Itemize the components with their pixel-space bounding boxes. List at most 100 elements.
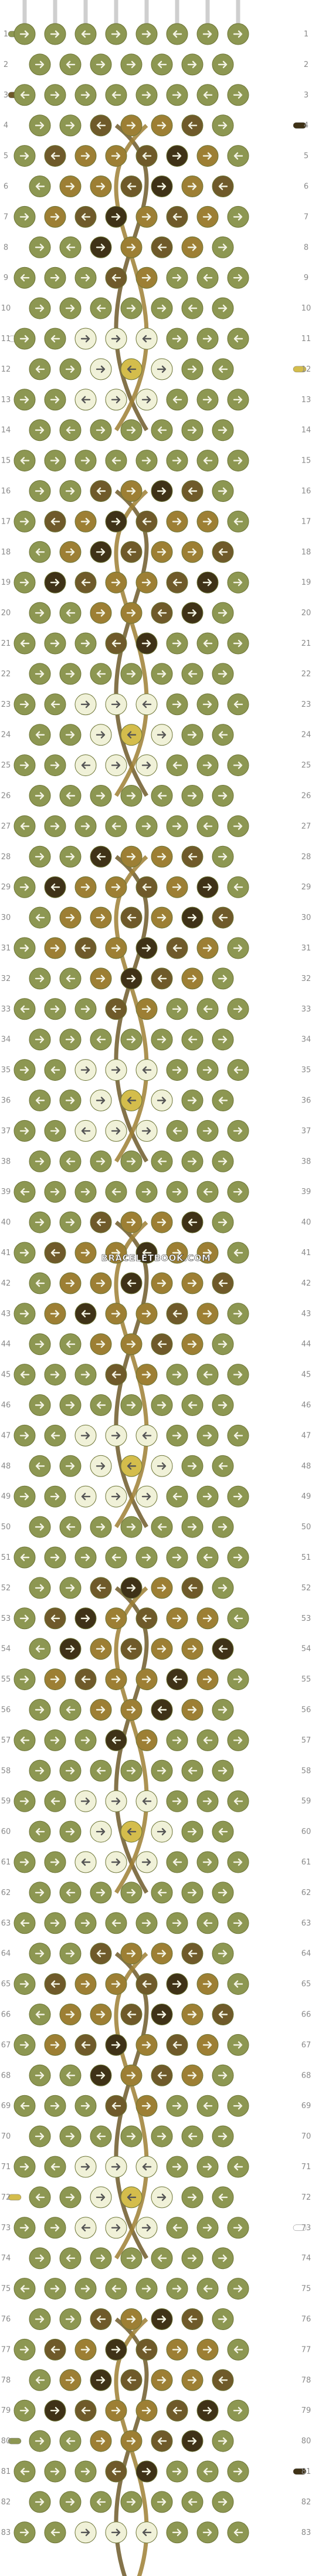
- knot-icon: [181, 2004, 204, 2025]
- row-label-right: 59: [301, 1797, 311, 1806]
- arrow-right-icon: [80, 1919, 90, 1927]
- arrow-right-icon: [218, 426, 228, 434]
- arrow-left-icon: [96, 2315, 106, 2323]
- knot-icon: [135, 693, 158, 716]
- arrow-right-icon: [157, 1950, 167, 1957]
- arrow-left-icon: [35, 2011, 45, 2018]
- row-label-left: 67: [1, 2041, 11, 2049]
- knot-icon: [196, 1303, 219, 1325]
- row-label-right: 24: [301, 731, 311, 740]
- arrow-left-icon: [20, 91, 30, 99]
- arrow-right-icon: [50, 396, 60, 403]
- arrow-right-icon: [187, 1340, 197, 1348]
- arrow-right-icon: [202, 152, 212, 160]
- knot-icon: [166, 998, 188, 1020]
- row-label-left: 2: [4, 60, 8, 69]
- arrow-right-icon: [233, 1005, 243, 1013]
- arrow-left-icon: [127, 913, 137, 922]
- arrow-right-icon: [80, 2102, 90, 2110]
- knot-icon: [166, 2034, 188, 2056]
- thread-end-icon: [8, 2194, 22, 2201]
- arrow-right-icon: [218, 792, 228, 800]
- arrow-right-icon: [80, 884, 90, 891]
- knot-icon: [44, 1607, 66, 1630]
- arrow-left-icon: [172, 1127, 182, 1135]
- arrow-right-icon: [141, 213, 151, 221]
- arrow-right-icon: [172, 152, 182, 160]
- knot-icon: [44, 2217, 66, 2239]
- row-label-right: 70: [301, 2132, 311, 2141]
- knot-icon: [166, 1424, 188, 1447]
- row-label-left: 9: [4, 274, 8, 282]
- arrow-left-icon: [111, 1005, 121, 1013]
- arrow-left-icon: [96, 670, 106, 678]
- row-label-right: 69: [301, 2102, 311, 2110]
- arrow-left-icon: [111, 1553, 121, 1562]
- knot-icon: [13, 1242, 36, 1264]
- arrow-right-icon: [35, 853, 45, 861]
- knot-icon: [44, 2338, 66, 2361]
- knot-icon: [44, 815, 66, 837]
- arrow-left-icon: [157, 426, 167, 434]
- arrow-right-icon: [157, 913, 167, 922]
- knot-icon: [105, 1242, 127, 1264]
- arrow-left-icon: [50, 2163, 60, 2171]
- row-label-right: 66: [301, 2011, 311, 2019]
- knot-icon: [151, 2430, 173, 2452]
- arrow-left-icon: [142, 700, 152, 708]
- row-label-left: 22: [1, 670, 11, 679]
- knot-icon: [196, 389, 219, 411]
- arrow-left-icon: [96, 853, 106, 861]
- knot-icon: [59, 1577, 82, 1599]
- knot-icon: [151, 419, 173, 441]
- row-label-right: 7: [304, 213, 308, 221]
- knot-icon: [13, 2217, 36, 2239]
- arrow-right-icon: [141, 1553, 151, 1562]
- knot-icon: [135, 632, 158, 655]
- knot-icon: [29, 358, 51, 380]
- arrow-left-icon: [142, 2163, 152, 2171]
- row-label-right: 2: [304, 60, 308, 69]
- arrow-left-icon: [20, 2285, 30, 2292]
- knot-icon: [59, 663, 82, 685]
- arrow-right-icon: [35, 1401, 45, 1409]
- arrow-left-icon: [203, 91, 213, 99]
- knot-icon: [59, 724, 82, 746]
- arrow-left-icon: [81, 2041, 91, 2049]
- arrow-left-icon: [35, 365, 45, 373]
- knot-icon: [105, 876, 127, 898]
- thread-end-icon: [8, 2437, 22, 2444]
- arrow-right-icon: [35, 2072, 45, 2079]
- knot-icon: [105, 389, 127, 411]
- knot-icon: [44, 693, 66, 716]
- knot-icon: [166, 1790, 188, 1812]
- knot-icon: [212, 2369, 234, 2391]
- row-label-left: 43: [1, 1310, 11, 1319]
- knot-icon: [196, 328, 219, 350]
- knot-icon: [90, 1333, 112, 1356]
- arrow-right-icon: [187, 792, 197, 800]
- arrow-right-icon: [172, 1919, 182, 1927]
- row-label-right: 8: [304, 243, 308, 252]
- knot-icon: [13, 2095, 36, 2117]
- arrow-right-icon: [96, 1828, 106, 1836]
- knot-icon: [227, 1181, 249, 1203]
- arrow-right-icon: [80, 274, 90, 282]
- arrow-right-icon: [111, 152, 121, 160]
- knot-icon: [29, 480, 51, 502]
- knot-icon: [59, 2247, 82, 2270]
- arrow-right-icon: [19, 2163, 29, 2171]
- knot-icon: [13, 693, 36, 716]
- knot-icon: [29, 1882, 51, 1904]
- knot-icon: [212, 53, 234, 76]
- arrow-right-icon: [233, 2407, 243, 2415]
- arrow-left-icon: [157, 2437, 167, 2445]
- knot-icon: [59, 1699, 82, 1721]
- arrow-left-icon: [66, 1706, 76, 1714]
- knot-icon: [181, 1882, 204, 1904]
- arrow-right-icon: [157, 1767, 167, 1775]
- knot-icon: [59, 1394, 82, 1416]
- knot-icon: [74, 632, 97, 655]
- arrow-left-icon: [142, 884, 152, 891]
- row-label-right: 63: [301, 1919, 311, 1928]
